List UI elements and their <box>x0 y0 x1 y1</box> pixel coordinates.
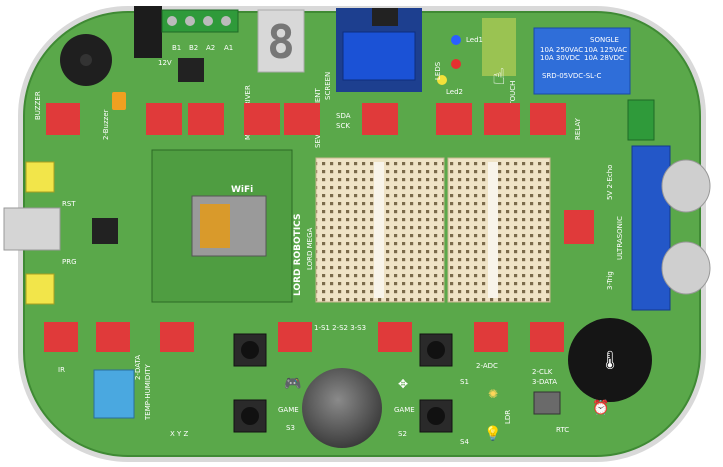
dip-switch-touch[interactable] <box>484 103 520 135</box>
dip-switch-mpu[interactable] <box>160 322 194 352</box>
touch-pad[interactable] <box>482 18 516 76</box>
breadboard-right[interactable] <box>447 157 551 303</box>
bulb-icon: 💡 <box>484 425 501 442</box>
xyz-label: X Y Z <box>170 430 189 438</box>
rtc-chip <box>533 391 561 415</box>
move-arrows-icon: ✥ <box>398 377 408 391</box>
s4-label: S4 <box>460 438 469 446</box>
sda-label: SDA <box>336 112 351 120</box>
dip-switch-seg-1[interactable] <box>244 103 280 135</box>
wifi-label: WiFi <box>231 185 253 195</box>
dht-sensor <box>93 369 135 419</box>
relay-brand: SONGLE <box>590 36 619 44</box>
relay-module <box>533 27 631 95</box>
dip-switch-seg-2[interactable] <box>284 103 320 135</box>
motor-a1-label: A1 <box>224 44 233 52</box>
clk-label: 2-CLK <box>532 368 553 376</box>
led-blue-icon <box>451 35 461 45</box>
led-red-icon <box>451 59 461 69</box>
dc-jack-icon <box>134 6 162 58</box>
joystick-knob[interactable] <box>302 368 382 448</box>
dip-switch-ultrasonic[interactable] <box>564 210 594 244</box>
dip-switch-dht[interactable] <box>96 322 130 352</box>
prg-button[interactable] <box>25 273 55 305</box>
dip-switch-motor-1[interactable] <box>146 103 182 135</box>
s3-label: S3 <box>286 424 295 432</box>
rtc-battery <box>568 318 652 402</box>
dip-switch-ir[interactable] <box>44 322 78 352</box>
ultrasonic-trig-label: 3-Trig <box>606 271 614 290</box>
touch-label: 2-TOUCH <box>509 81 517 112</box>
motor-driver-chip <box>178 58 204 82</box>
s1-label: S1 <box>460 378 469 386</box>
data-label: 3-DATA <box>532 378 557 386</box>
motor-b1-label: B1 <box>172 44 181 52</box>
ultrasonic-receiver-icon <box>661 241 711 295</box>
led1-label: Led1 <box>466 36 483 44</box>
dip-switch-motor-2[interactable] <box>188 103 224 135</box>
relay-terminal-block <box>627 99 655 141</box>
adc-label: 2-ADC <box>476 362 498 370</box>
game-right-label: GAME <box>394 406 415 414</box>
led-yellow-icon <box>437 75 447 85</box>
dht-label: TEMP-HUMIDITY <box>144 363 152 421</box>
dip-switches-bottom <box>44 322 564 352</box>
seven-segment-display <box>257 9 305 73</box>
ultrasonic-label: ULTRASONIC <box>616 216 624 260</box>
motor-a2-label: A2 <box>206 44 215 52</box>
rst-button[interactable] <box>25 161 55 193</box>
ir-label: IR <box>58 366 65 374</box>
capacitor-icon <box>112 92 126 110</box>
ldr-label: LDR <box>504 410 512 424</box>
dip-switch-screen[interactable] <box>362 103 398 135</box>
buzzer-pin-label: 2-Buzzer <box>102 109 110 140</box>
buzzer-label: BUZZER <box>34 91 42 120</box>
relay-label: RELAY <box>574 117 582 140</box>
terminal-block <box>161 9 239 33</box>
ultrasonic-sensor <box>631 145 671 311</box>
thermometer-icon: 🌡 <box>599 350 622 371</box>
usb-chip <box>92 218 118 244</box>
motor-12v-label: 12V <box>158 59 172 67</box>
dht-pin-label: 2-DATA <box>134 355 142 380</box>
dip-switch-joystick[interactable] <box>378 322 412 352</box>
usb-port-icon <box>3 207 61 251</box>
dip-switch-rtc[interactable] <box>530 322 564 352</box>
game-left-label: GAME <box>278 406 299 414</box>
dip-switch-buttons[interactable] <box>278 322 312 352</box>
sck-label: SCK <box>336 122 350 130</box>
ldr-icon: ✺ <box>488 387 498 401</box>
rtc-label: RTC <box>556 426 569 434</box>
screen-label: SCREEN <box>324 72 332 100</box>
dip-switch-buzzer[interactable] <box>46 103 80 135</box>
brand-name: LORD ROBOTICS <box>293 214 303 296</box>
dip-switches-top <box>46 103 566 135</box>
rst-label: RST <box>62 200 76 208</box>
prg-label: PRG <box>62 258 77 266</box>
led2-label: Led2 <box>446 88 463 96</box>
dip-switch-relay[interactable] <box>530 103 566 135</box>
relay-rating-4: 10A 28VDC <box>584 54 624 62</box>
board-name: LORD MEGA <box>306 227 314 270</box>
button-labels: 1-S1 2-S2 3-S3 <box>314 324 366 332</box>
relay-rating-3: 10A 125VAC <box>584 46 627 54</box>
oled-screen <box>342 31 416 81</box>
touch-icon: ☝ <box>492 65 505 90</box>
dip-switch-leds[interactable] <box>436 103 472 135</box>
ultrasonic-pins-label: 5V 2-Echo <box>606 165 614 200</box>
relay-model: SRD-05VDC-SL-C <box>542 72 601 80</box>
gamepad-icon: 🎮 <box>284 376 301 392</box>
motor-b2-label: B2 <box>189 44 198 52</box>
ultrasonic-transmitter-icon <box>661 159 711 213</box>
leds-label: LEDS <box>434 61 442 80</box>
s2-label: S2 <box>398 430 407 438</box>
dip-switch-ldr[interactable] <box>474 322 508 352</box>
clock-icon: ⏰ <box>592 398 609 416</box>
relay-rating-1: 10A 250VAC <box>540 46 583 54</box>
relay-rating-2: 10A 30VDC <box>540 54 580 62</box>
seven-segment-digit: 8 <box>267 15 295 69</box>
